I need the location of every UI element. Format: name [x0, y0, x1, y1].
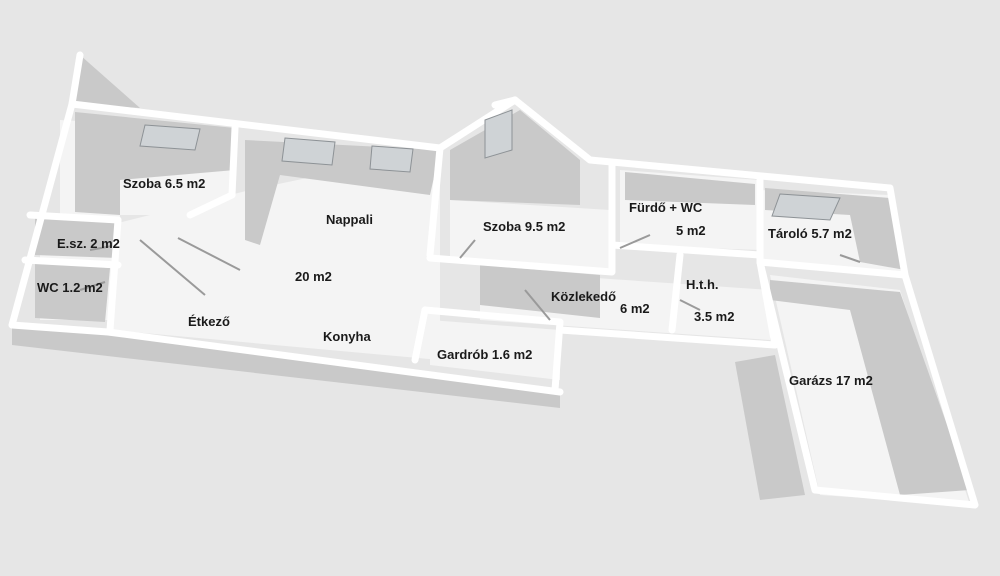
label-etkezo: Étkező: [188, 314, 230, 329]
label-esz: E.sz. 2 m2: [57, 236, 120, 251]
window-nappali-1: [281, 137, 336, 166]
label-garazs: Garázs 17 m2: [789, 373, 873, 388]
label-wc: WC 1.2 m2: [37, 280, 103, 295]
label-hth: H.t.h.: [686, 277, 719, 292]
label-hth-area: 3.5 m2: [694, 309, 734, 324]
label-nappali: Nappali: [326, 212, 373, 227]
label-tarolo: Tároló 5.7 m2: [768, 226, 852, 241]
window-szoba2: [484, 109, 513, 159]
label-furdo-area: 5 m2: [676, 223, 706, 238]
room-labels: Szoba 6.5 m2 E.sz. 2 m2 WC 1.2 m2 Nappal…: [37, 176, 873, 388]
window-tarolo: [771, 193, 841, 221]
label-szoba-6-5: Szoba 6.5 m2: [123, 176, 205, 191]
label-gardrob: Gardrób 1.6 m2: [437, 347, 532, 362]
windows: [139, 109, 841, 221]
label-kozlekedo-area: 6 m2: [620, 301, 650, 316]
walls: [8, 51, 979, 509]
label-konyha: Konyha: [323, 329, 371, 344]
window-nappali-2: [369, 145, 414, 173]
window-szoba1: [139, 124, 201, 151]
label-20-m2: 20 m2: [295, 269, 332, 284]
doors: [79, 234, 861, 321]
label-szoba-9-5: Szoba 9.5 m2: [483, 219, 565, 234]
label-furdo: Fürdő + WC: [629, 200, 703, 215]
label-kozlekedo: Közlekedő: [551, 289, 616, 304]
